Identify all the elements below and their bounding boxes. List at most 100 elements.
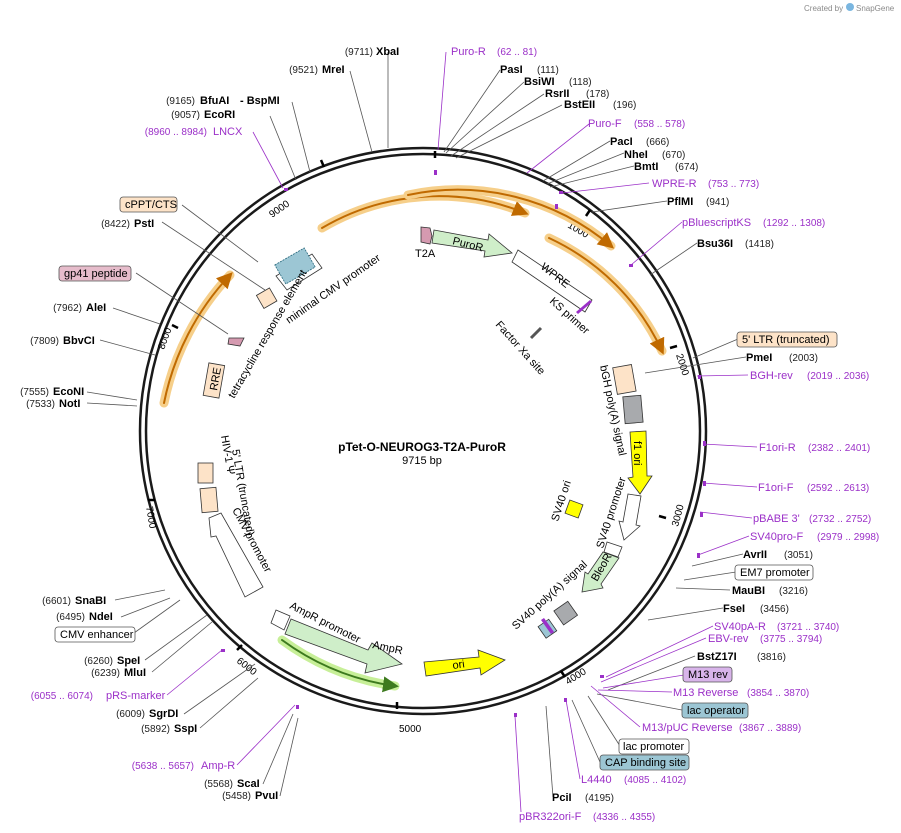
enzyme-pos-ecori: (9057)	[171, 110, 200, 121]
enzyme-alei: AleI	[86, 302, 106, 314]
tick-label-2000: 2000	[673, 353, 690, 378]
enzyme-pos-snabi: (6601)	[42, 596, 71, 607]
enzyme-pos-psti: (8422)	[101, 219, 130, 230]
enzyme-pos-mlui: (6239)	[91, 668, 120, 679]
box-lac-operator: lac operator	[687, 705, 745, 717]
snapgene-logo-icon	[846, 3, 854, 11]
enzyme-sspi: SspI	[174, 723, 197, 735]
enzyme-pos-sgrdi: (6009)	[116, 709, 145, 720]
tick-label-9000: 9000	[267, 198, 292, 220]
primer-l4440: L4440	[581, 774, 612, 786]
primer-sv40pro-f: SV40pro-F	[750, 531, 803, 543]
enzyme-nhei: NheI	[624, 149, 648, 161]
primer-f1ori-r: F1ori-R	[759, 442, 796, 454]
enzyme-pasi: PasI	[500, 64, 523, 76]
bgh-shape	[612, 364, 637, 395]
t2a-shape	[420, 226, 433, 245]
ampr-arrow	[284, 618, 403, 674]
enzyme-pos-pflmi: (941)	[706, 197, 729, 208]
primer-f1ori-f: F1ori-F	[758, 482, 794, 494]
primer-bgh-rev: BGH-rev	[750, 370, 793, 382]
enzyme-pos-pvui: (5458)	[222, 791, 251, 802]
feature-tre: tetracycline response element	[226, 268, 309, 401]
wpre-shape	[511, 249, 593, 313]
enzyme-pos-maubi: (3216)	[779, 586, 808, 597]
bgh-grey-shape	[622, 394, 644, 425]
enzyme-psti: PstI	[134, 218, 154, 230]
enzyme-pos-alei: (7962)	[53, 303, 82, 314]
primer-pos-puro-f: (558 .. 578)	[634, 119, 685, 130]
enzyme-pos-econi: (7555)	[20, 387, 49, 398]
enzyme-sgrdi: SgrDI	[149, 708, 178, 720]
enzyme-scai: ScaI	[237, 778, 260, 790]
primer-pos-m13-reverse: (3854 .. 3870)	[747, 688, 809, 699]
box-gp41-peptide: gp41 peptide	[64, 268, 128, 280]
box-em7-promoter: EM7 promoter	[740, 567, 810, 579]
enzyme-spei: SpeI	[117, 655, 140, 667]
enzyme-pos-scai: (5568)	[204, 779, 233, 790]
enzyme-pvui: PvuI	[255, 790, 278, 802]
enzyme-bspmi: - BspMI	[240, 95, 280, 107]
orange-feature-arcs	[159, 185, 667, 693]
enzyme-pos-bsiwi: (118)	[569, 77, 592, 88]
sv40-promoter-arrow	[618, 493, 642, 541]
enzyme-pos-ndei: (6495)	[56, 612, 85, 623]
primer-pos-prs-marker: (6055 .. 6074)	[31, 691, 93, 702]
enzyme-ndei: NdeI	[89, 611, 113, 623]
primer-m13-puc-reverse: M13/pUC Reverse	[642, 722, 732, 734]
primer-pos-sv40pa-r: (3721 .. 3740)	[777, 622, 839, 633]
enzyme-maubi: MauBI	[732, 585, 765, 597]
tick-label-4000: 4000	[564, 666, 589, 687]
primer-pbr322ori-f: pBR322ori-F	[519, 811, 582, 823]
enzyme-mlui: MluI	[124, 667, 146, 679]
leader-lines	[86, 51, 758, 813]
enzyme-pos-pmei: (2003)	[789, 353, 818, 364]
feature-f1ori: f1 ori	[631, 441, 643, 465]
enzyme-fsei: FseI	[723, 603, 745, 615]
box-cmv-enhancer: CMV enhancer	[60, 629, 134, 641]
enzyme-pos-spei: (6260)	[84, 656, 113, 667]
created-by-text: Created by	[804, 4, 843, 13]
enzyme-bbvci: BbvCI	[63, 335, 95, 347]
enzyme-pos-nhei: (670)	[662, 150, 685, 161]
enzyme-econi: EcoNI	[53, 386, 84, 398]
primer-sv40pa-r: SV40pA-R	[714, 621, 766, 633]
feature-ori: ori	[452, 658, 466, 672]
enzyme-rsrii: RsrII	[545, 88, 569, 100]
enzyme-pos-pcii: (4195)	[585, 793, 614, 804]
box-5-ltr-truncated: 5' LTR (truncated)	[742, 334, 829, 346]
puror-arrow	[431, 229, 513, 258]
primer-pos-wpre-r: (753 .. 773)	[708, 179, 759, 190]
box-cap-binding-site: CAP binding site	[605, 757, 686, 769]
ks-primer-mark	[576, 300, 592, 314]
primer-pos-bgh-rev: (2019 .. 2036)	[807, 371, 869, 382]
box-cppt-cts: cPPT/CTS	[125, 199, 177, 211]
rre-shape	[202, 362, 226, 399]
primer-pbabe3: pBABE 3'	[753, 513, 800, 525]
tick-label-7000: 7000	[143, 506, 158, 530]
enzyme-pos-bbvci: (7809)	[30, 336, 59, 347]
primer-pbluescriptks: pBluescriptKS	[682, 217, 751, 229]
backbone-inner	[144, 152, 702, 710]
ampr-promoter-shape	[270, 609, 291, 631]
primer-prs-marker: pRS-marker	[106, 690, 166, 702]
enzyme-pos-bfuai: (9165)	[166, 96, 195, 107]
primer-puro-f: Puro-F	[588, 118, 622, 130]
enzyme-pos-bstz17i: (3816)	[757, 652, 786, 663]
enzyme-avrii: AvrII	[743, 549, 767, 561]
primer-pos-pbabe3: (2732 .. 2752)	[809, 514, 871, 525]
inner-feature-shapes	[197, 226, 653, 677]
enzyme-pos-bsu36i: (1418)	[745, 239, 774, 250]
primer-pos-f1ori-f: (2592 .. 2613)	[807, 483, 869, 494]
enzyme-pos-avrii: (3051)	[784, 550, 813, 561]
enzyme-ecori: EcoRI	[204, 109, 235, 121]
enzyme-pos-xbai: (9711)	[345, 47, 373, 58]
ori-arrow	[423, 649, 506, 677]
enzyme-noti: NotI	[59, 398, 80, 410]
plasmid-length: 9715 bp	[402, 455, 442, 467]
primer-markers	[221, 170, 706, 717]
box-m13-rev: M13 rev	[688, 669, 728, 681]
primer-pos-puro-r: (62 .. 81)	[497, 47, 537, 58]
ltr-left-shape	[197, 462, 214, 484]
enzyme-bstz17i: BstZ17I	[697, 651, 737, 663]
